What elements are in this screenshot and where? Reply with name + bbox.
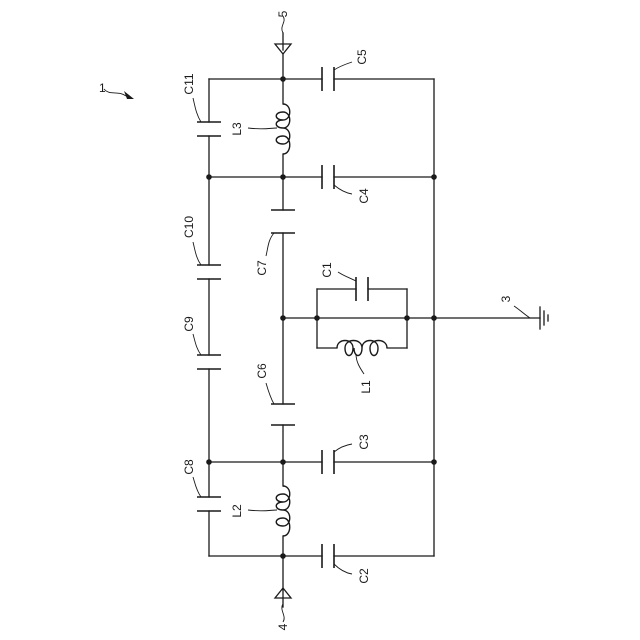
inductor-l2: L2: [230, 486, 290, 536]
c2-label: C2: [357, 568, 371, 584]
c11-label: C11: [182, 73, 196, 94]
c6-label: C6: [255, 363, 269, 379]
c1-label: C1: [320, 262, 334, 278]
capacitor-c10: C10: [182, 216, 221, 279]
capacitor-c6: C6: [255, 363, 295, 425]
c5-label: C5: [355, 49, 369, 65]
capacitor-c7: C7: [255, 210, 295, 276]
inductor-l3: L3: [230, 104, 290, 154]
terminal-4: 4: [275, 588, 291, 630]
wires: [209, 54, 540, 590]
figure-reference: 1: [99, 81, 134, 99]
terminal-3-label: 3: [499, 295, 513, 302]
capacitor-c1: C1: [320, 262, 368, 301]
capacitor-c5: C5: [322, 49, 369, 91]
c10-label: C10: [182, 216, 196, 238]
l2-label: L2: [230, 504, 244, 518]
c4-label: C4: [357, 188, 371, 204]
c3-label: C3: [357, 434, 371, 450]
terminal-5-label: 5: [276, 10, 290, 17]
figure-ref-leader: [104, 89, 126, 96]
terminal-4-label: 4: [276, 623, 290, 630]
l3-label: L3: [230, 122, 244, 136]
c8-label: C8: [182, 459, 196, 475]
figure-ref-arrowhead: [124, 91, 134, 99]
capacitor-c9: C9: [182, 316, 221, 369]
figure-ref-label: 1: [99, 81, 106, 95]
capacitor-c4: C4: [322, 165, 371, 204]
capacitor-c2: C2: [322, 544, 371, 584]
terminal-3-ground: 3: [499, 295, 548, 329]
capacitor-c3: C3: [322, 434, 371, 474]
capacitor-c8: C8: [182, 459, 221, 511]
terminal-5: 5: [275, 10, 291, 54]
inductor-l1: L1: [337, 341, 387, 394]
c7-label: C7: [255, 260, 269, 276]
c9-label: C9: [182, 316, 196, 332]
l1-label: L1: [359, 380, 373, 394]
capacitor-c11: C11: [182, 73, 221, 136]
